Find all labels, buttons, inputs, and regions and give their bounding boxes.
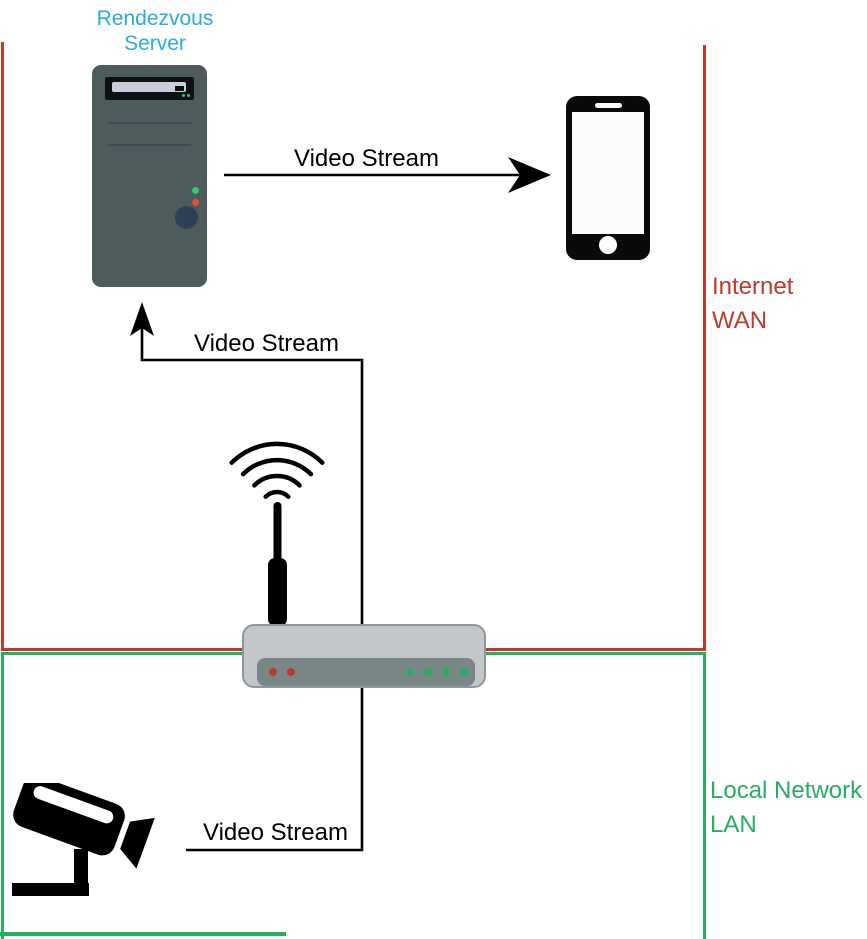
server-drive-bay [105,77,194,100]
server-label-line1: Rendezvous [96,7,214,30]
server-bay-led-1 [182,94,185,97]
lan-border-right [703,652,706,939]
router-led-green-1 [406,668,414,676]
wan-border-right [703,45,706,651]
router-led-red-1 [269,668,277,676]
lan-region-label: Local Network LAN [710,774,862,842]
router-led-green-4 [460,668,468,676]
camera-mount-base [12,883,89,896]
router-led-green-3 [442,668,450,676]
server-slot-line-2 [108,144,191,146]
antenna-base [268,558,287,626]
wan-region-label: Internet WAN [712,270,793,338]
router-led-panel [257,658,475,686]
wifi-arc-1 [263,489,291,499]
wifi-router-icon [242,624,486,688]
smartphone-icon [566,96,650,260]
server-label-line2: Server [124,32,186,55]
server-slot-line-1 [108,122,191,124]
server-status-led-green [192,187,199,194]
router-led-red-2 [287,668,295,676]
router-led-green-2 [424,668,432,676]
wifi-signal-icon [229,441,325,499]
phone-speaker [595,103,622,108]
server-status-led-red [192,199,199,206]
antenna-top [273,502,282,574]
connector-camera-to-router [186,687,364,852]
lan-border-left [1,652,4,939]
server-label: Rendezvous Server [55,6,255,56]
wan-border-left [1,42,4,651]
camera-body-stripe [33,786,114,824]
server-drive-eject-button [175,86,184,91]
wan-label-line1: Internet [712,273,794,300]
server-power-button [175,206,198,229]
flow-label-router-to-server: Video Stream [194,330,339,357]
lan-border-bottom-partial [0,932,286,936]
camera-mount-post [74,849,88,889]
camera-lens [120,817,155,869]
server-bay-led-2 [187,94,190,97]
wifi-arc-2 [252,473,302,488]
connector-router-to-server [140,326,364,625]
phone-home-button [599,236,617,254]
lan-label-line1: Local Network [710,777,863,804]
wan-label-line2: WAN [712,307,768,334]
lan-label-line2: LAN [710,811,757,838]
flow-label-server-to-phone: Video Stream [294,145,439,172]
phone-screen [572,112,644,234]
flow-label-camera-to-router: Video Stream [203,819,348,846]
arrowhead-server-to-phone [508,157,551,193]
wifi-arc-4 [229,441,325,465]
arrowhead-router-to-server [130,302,154,336]
cctv-camera-icon [12,783,155,896]
wifi-arc-3 [240,457,314,477]
server-drive-tray [112,82,186,92]
server-tower-icon [92,65,207,287]
antenna-icon [268,502,287,626]
